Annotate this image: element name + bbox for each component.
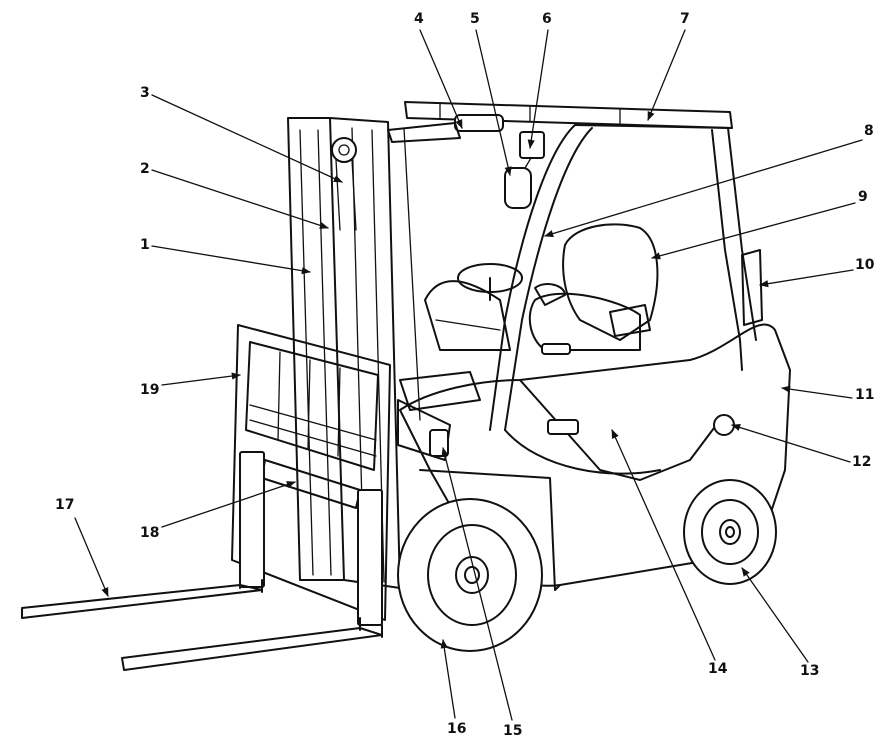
callout-7: 7 xyxy=(680,11,690,27)
rear-wheel xyxy=(683,479,777,585)
callout-4: 4 xyxy=(414,11,424,27)
callout-10: 10 xyxy=(855,257,875,273)
load-backrest xyxy=(231,324,391,621)
steering-wheel xyxy=(424,263,523,351)
fork-carriage xyxy=(239,451,383,626)
callout-12: 12 xyxy=(852,454,872,470)
callout-16: 16 xyxy=(447,721,467,737)
callout-17: 17 xyxy=(55,497,75,513)
callout-8: 8 xyxy=(864,123,874,139)
overhead-guard xyxy=(404,101,757,431)
leader-lines xyxy=(74,29,863,721)
forks xyxy=(21,574,383,671)
callout-2: 2 xyxy=(140,161,150,177)
callout-5: 5 xyxy=(470,11,480,27)
callout-3: 3 xyxy=(140,85,150,101)
callout-19: 19 xyxy=(140,382,160,398)
callout-11: 11 xyxy=(855,387,875,403)
callout-18: 18 xyxy=(140,525,160,541)
callout-15: 15 xyxy=(503,723,523,739)
rear-view-mirror xyxy=(504,131,545,209)
callout-13: 13 xyxy=(800,663,820,679)
mast xyxy=(287,117,421,589)
callout-9: 9 xyxy=(858,189,868,205)
callout-14: 14 xyxy=(708,661,728,677)
head-lamp xyxy=(387,114,504,143)
callout-1: 1 xyxy=(140,237,150,253)
operator-seat xyxy=(528,223,659,355)
callout-6: 6 xyxy=(542,11,552,27)
front-wheel xyxy=(397,498,543,652)
